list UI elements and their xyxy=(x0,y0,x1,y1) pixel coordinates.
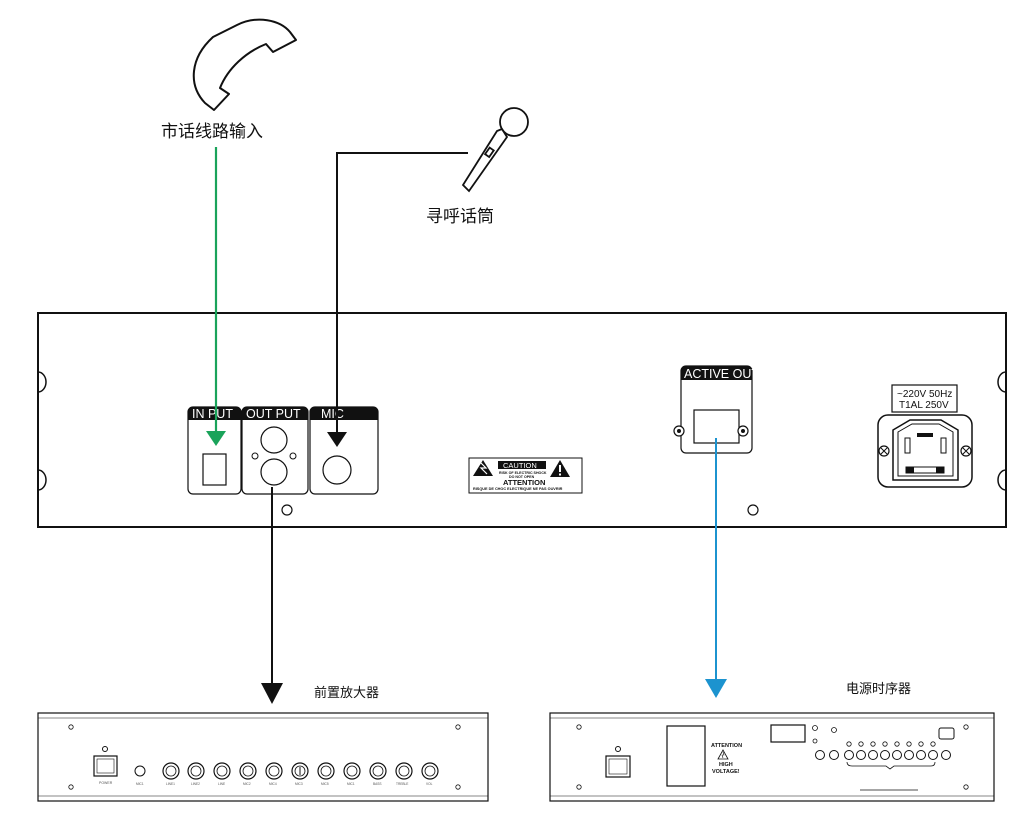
wire-output-to-preamp xyxy=(261,487,283,704)
wire-phone-to-input xyxy=(206,147,226,446)
preamp-knob-label-0: MIC1 xyxy=(136,782,144,786)
power-sequencer-label: 电源时序器 xyxy=(846,682,911,697)
sequencer-attention-line1: ATTENTION xyxy=(711,743,742,749)
paging-mic-label: 寻呼话筒 xyxy=(426,207,494,227)
sequencer-attention-line3: VOLTAGE! xyxy=(712,769,740,775)
preamp-knob-label-6: MIC3 xyxy=(295,782,303,786)
preamp-power-label: POWER xyxy=(99,781,113,785)
power-inlet: ~220V 50Hz T1AL 250V xyxy=(877,384,973,488)
power-sequencer-panel: ATTENTION HIGH VOLTAGE! xyxy=(549,712,995,802)
preamp-knob-label-10: TREBLE xyxy=(396,782,408,786)
microphone-icon xyxy=(461,107,529,193)
mic-port-block: MIC xyxy=(309,406,379,495)
preamp-knob-label-7: MIC5 xyxy=(321,782,329,786)
input-port-block: IN PUT xyxy=(187,406,242,495)
caution-label: CAUTION RISK OF ELECTRIC SHOCK DO NOT OP… xyxy=(468,457,583,494)
attention-title: ATTENTION xyxy=(503,478,545,487)
preamp-knob-label-2: LINE2 xyxy=(191,782,200,786)
phone-line-input-label: 市话线路输入 xyxy=(161,122,263,142)
preamp-knob-label-3: LINE xyxy=(218,782,225,786)
active-out-tab-label: ACTIVE OUT xyxy=(684,367,759,381)
active-out-block: ACTIVE OUT xyxy=(673,365,759,454)
caution-sub2: DO NOT OPEN xyxy=(509,475,535,479)
rear-panel xyxy=(37,312,1007,528)
preamp-knob-label-8: MIC1 xyxy=(347,782,355,786)
attention-sub: RISQUE DE CHOC ELECTRIQUE NE PAS OUVRIR xyxy=(473,487,563,491)
preamp-knob-label-11: VOL xyxy=(426,782,433,786)
input-tab-label: IN PUT xyxy=(192,407,233,421)
output-tab-label: OUT PUT xyxy=(246,407,301,421)
wire-mic-to-mic-port xyxy=(327,152,468,447)
sequencer-attention-line2: HIGH xyxy=(719,762,733,768)
power-spec-line1: ~220V 50Hz xyxy=(897,389,952,400)
preamplifier-label: 前置放大器 xyxy=(314,685,379,701)
wire-active-out-to-sequencer xyxy=(705,438,727,698)
caution-sub1: RISK OF ELECTRIC SHOCK xyxy=(499,471,547,475)
preamp-knob-label-1: LINE1 xyxy=(166,782,175,786)
output-port-block: OUT PUT xyxy=(241,406,309,495)
preamp-knob-label-9: BASS xyxy=(373,782,382,786)
preamp-knob-label-5: MIC4 xyxy=(269,782,277,786)
caution-title: CAUTION xyxy=(503,461,537,470)
power-spec-line2: T1AL 250V xyxy=(899,400,949,411)
preamplifier-panel: POWER MIC1 LINE1 LINE2 LINE MIC2 MIC4 MI… xyxy=(37,712,489,802)
preamp-knob-label-4: MIC2 xyxy=(243,782,251,786)
mic-tab-label: MIC xyxy=(321,407,344,421)
telephone-icon xyxy=(192,18,297,111)
